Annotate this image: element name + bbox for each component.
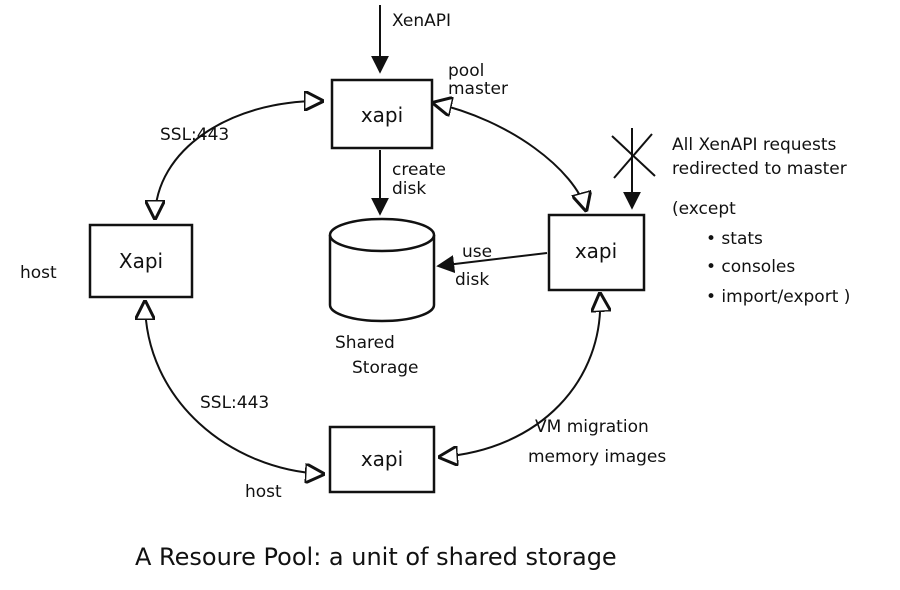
bottom-host-annotation: host [245,482,282,502]
left-bottom-edge: SSL:443 [145,302,323,474]
disk-label-use: disk [455,270,489,290]
shared-storage-node: Shared Storage [328,217,436,378]
disk-label-create: disk [392,179,426,199]
pool-master-node: xapi pool master [330,61,508,150]
create-label: create [392,160,446,180]
left-host-label: Xapi [119,249,163,273]
pool-master-label: xapi [361,103,403,127]
note-line3: (except [672,199,736,219]
right-host-node: xapi [547,213,646,292]
xenapi-input-edge: XenAPI [371,5,451,74]
bottom-host-label: xapi [361,447,403,471]
ssl-label-bottom: SSL:443 [200,393,269,413]
redirect-note: All XenAPI requests redirected to master… [672,135,850,307]
master-annotation: master [448,79,508,99]
note-item-consoles: • consoles [706,257,795,277]
use-label: use [462,242,492,262]
blocked-request-edge [611,128,656,210]
left-host-annotation: host [20,263,57,283]
use-disk-edge: use disk [436,242,548,290]
left-host-node: Xapi host [20,223,194,299]
storage-label-line2: Storage [352,358,419,378]
master-left-edge: SSL:443 [155,101,322,218]
xenapi-label: XenAPI [392,11,451,31]
create-disk-edge: create disk [371,150,446,216]
note-line1: All XenAPI requests [672,135,837,155]
bottom-host-node: xapi host [245,425,436,502]
note-line2: redirected to master [672,159,847,179]
bottom-right-edge: VM migration memory images [440,294,666,467]
note-item-stats: • stats [706,229,763,249]
diagram-caption: A Resoure Pool: a unit of shared storage [135,543,617,571]
memory-images-label: memory images [528,447,666,467]
pool-annotation: pool [448,61,484,81]
note-item-import-export: • import/export ) [706,287,850,307]
master-right-edge [434,103,586,210]
ssl-label-top: SSL:443 [160,125,229,145]
vm-migration-label: VM migration [535,417,649,437]
storage-label-line1: Shared [335,333,395,353]
right-host-label: xapi [575,239,617,263]
